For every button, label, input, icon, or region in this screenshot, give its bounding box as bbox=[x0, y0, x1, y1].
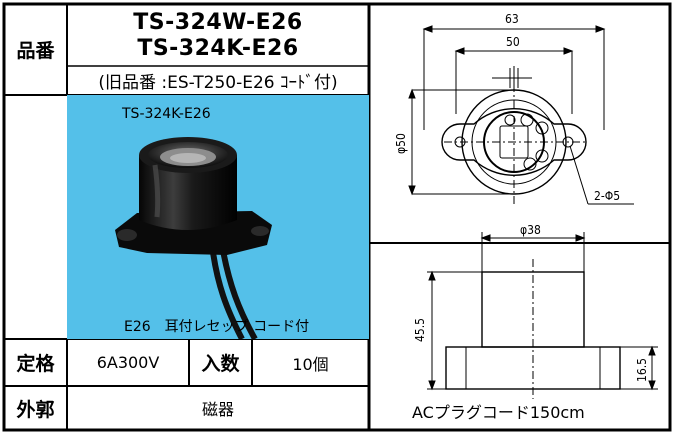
product-photo-area bbox=[67, 95, 369, 341]
photo-model-caption: TS-324K-E26 bbox=[122, 106, 211, 122]
old-product-number: (旧品番 :ES-T250-E26 ｺｰﾄﾞ付) bbox=[98, 73, 338, 93]
dim-holes: 2-Φ5 bbox=[594, 189, 620, 203]
dim-50: 50 bbox=[506, 35, 520, 49]
dim-phi50: φ50 bbox=[394, 133, 408, 154]
dim-16-5: 16.5 bbox=[635, 358, 649, 382]
material-value: 磁器 bbox=[201, 400, 234, 419]
photo-bottom-caption: E26 耳付レセップ コード付 bbox=[124, 319, 310, 335]
lamp-socket-photo bbox=[115, 137, 272, 341]
rating-value: 6A300V bbox=[96, 353, 160, 372]
quantity-value: 10個 bbox=[292, 354, 329, 374]
cord-note: ACプラグコード150cm bbox=[412, 403, 585, 422]
dim-63: 63 bbox=[505, 12, 519, 26]
technical-drawing: 63 50 φ50 2-Φ5 bbox=[394, 12, 658, 422]
model-w: TS-324W-E26 bbox=[133, 10, 303, 35]
dim-phi38: φ38 bbox=[520, 223, 541, 237]
hinban-label: 品番 bbox=[16, 40, 55, 62]
dim-45-5: 45.5 bbox=[413, 318, 427, 342]
irisu-label: 入数 bbox=[201, 353, 240, 375]
teikaku-label: 定格 bbox=[16, 353, 55, 375]
model-k: TS-324K-E26 bbox=[137, 36, 299, 61]
model-names: TS-324W-E26 TS-324K-E26 bbox=[67, 6, 369, 66]
gaikaku-label: 外郭 bbox=[16, 398, 55, 421]
